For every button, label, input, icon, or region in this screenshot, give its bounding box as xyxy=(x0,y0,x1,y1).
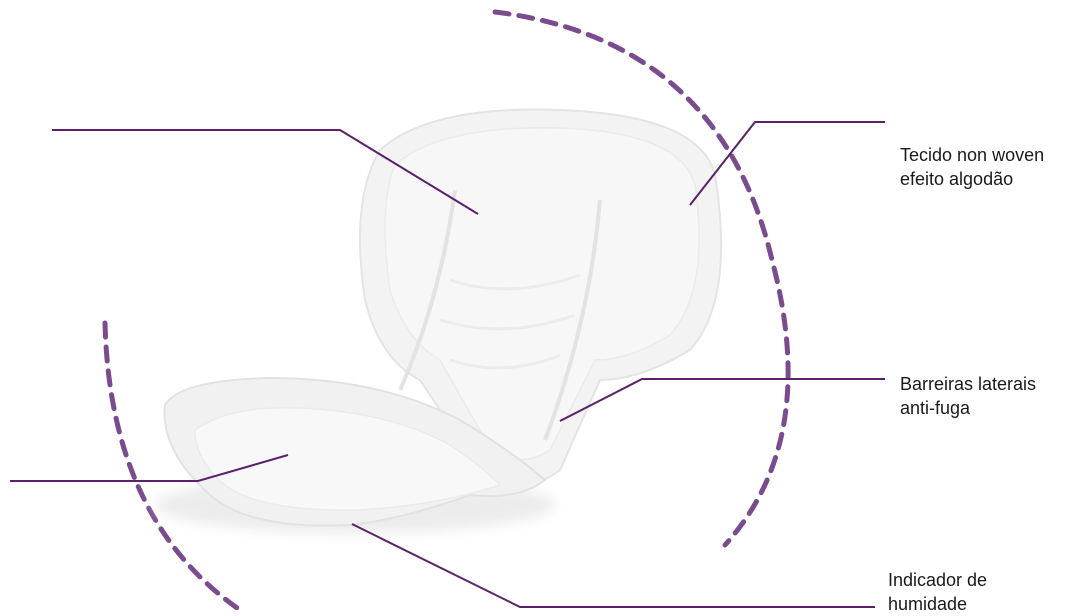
callout-nonwoven: Tecido non woven efeito algodão xyxy=(900,143,1044,191)
callout-nonwoven-line1: Tecido non woven xyxy=(900,143,1044,167)
callout-barriers-line2: anti-fuga xyxy=(900,396,1036,420)
callout-indicator-line2: humidade xyxy=(888,592,987,616)
callout-indicator: Indicador de humidade xyxy=(888,568,987,616)
leader-line-indicator xyxy=(352,524,875,607)
callout-indicator-line1: Indicador de xyxy=(888,568,987,592)
callout-nonwoven-line2: efeito algodão xyxy=(900,167,1044,191)
callout-barriers-line1: Barreiras laterais xyxy=(900,372,1036,396)
leader-line-barriers xyxy=(560,379,885,421)
callout-barriers: Barreiras laterais anti-fuga xyxy=(900,372,1036,420)
